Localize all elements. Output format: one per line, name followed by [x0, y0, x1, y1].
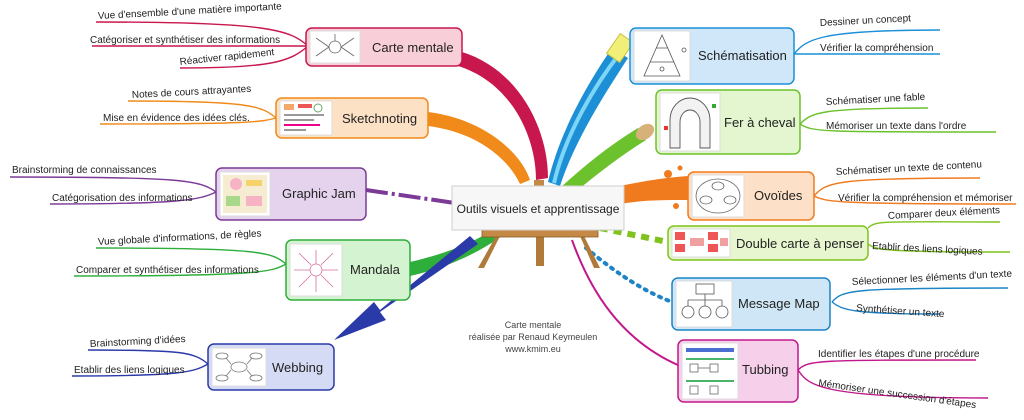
- label-message-map-2: Synthétiser un texte: [856, 303, 945, 320]
- label-tubbing-2: Mémoriser une succession d'étapes: [818, 378, 977, 411]
- mindmap-thumbnail-icon: [315, 34, 355, 57]
- label-double-carte-1: Comparer deux éléments: [888, 205, 1001, 222]
- branch-webbing: [334, 236, 478, 340]
- label-mandala-2: Comparer et synthétiser des informations: [76, 265, 259, 276]
- branch-double-carte: [599, 225, 669, 245]
- label-schematisation-2: Vérifier la compréhension: [820, 43, 933, 54]
- sub-branch-lines: [9, 21, 1017, 399]
- node-title-double-carte: Double carte à penser: [736, 236, 865, 251]
- label-ovoides-2: Vérifier la compréhension et mémoriser: [838, 193, 1013, 204]
- branch-message-map: [584, 246, 674, 304]
- branch-sketchnoting: [428, 112, 530, 184]
- label-fer-a-cheval-2: Mémoriser un texte dans l'ordre: [826, 121, 967, 132]
- label-sketchnoting-2: Mise en évidence des idées clés.: [103, 113, 250, 124]
- mandala-thumbnail-icon: [294, 250, 338, 292]
- label-carte-mentale-2: Catégoriser et synthétiser des informati…: [90, 35, 280, 46]
- credit-block: Carte mentale réalisée par Renaud Keymeu…: [469, 320, 598, 354]
- label-fer-a-cheval-1: Schématiser une fable: [826, 92, 926, 108]
- central-topic-board: [451, 185, 625, 231]
- node-title-message-map: Message Map: [738, 296, 820, 311]
- node-title-mandala: Mandala: [350, 262, 401, 277]
- branch-tubbing: [571, 239, 681, 367]
- node-double-carte[interactable]: Double carte à penser: [667, 225, 869, 261]
- node-webbing[interactable]: Webbing: [207, 343, 335, 391]
- double-bubble-map-icon: [675, 232, 728, 252]
- label-mandala-1: Vue globale d'informations, de règles: [98, 228, 262, 248]
- node-tubbing[interactable]: Tubbing: [677, 339, 799, 403]
- graphic-jam-thumbnail-icon: [223, 175, 267, 213]
- label-graphic-jam-2: Catégorisation des informations: [52, 193, 193, 204]
- label-graphic-jam-1: Brainstorming de connaissances: [12, 165, 157, 176]
- sketchnote-thumbnail-icon: [284, 103, 324, 131]
- node-title-fer-a-cheval: Fer à cheval: [724, 115, 796, 130]
- node-title-carte-mentale: Carte mentale: [372, 40, 454, 55]
- branch-carte-mentale: [458, 52, 548, 180]
- node-schematisation[interactable]: Schématisation: [629, 27, 795, 85]
- node-title-graphic-jam: Graphic Jam: [282, 186, 356, 201]
- main-branches: [334, 32, 688, 367]
- branch-schematisation: [548, 48, 628, 186]
- node-ovoides[interactable]: Ovoïdes: [687, 171, 815, 221]
- horseshoe-icon: [664, 97, 716, 149]
- central-topic-title: Outils visuels et apprentissage: [457, 202, 620, 216]
- schema-pyramid-icon: [643, 34, 687, 77]
- webbing-thumbnail-icon: [215, 352, 263, 382]
- node-mandala[interactable]: Mandala: [285, 239, 411, 301]
- label-carte-mentale-1: Vue d'ensemble d'une matière importante: [98, 1, 283, 22]
- label-schematisation-1: Dessiner un concept: [820, 13, 912, 29]
- node-title-webbing: Webbing: [272, 360, 323, 375]
- ovoid-diagram-icon: [695, 178, 741, 214]
- label-sketchnoting-1: Notes de cours attrayantes: [132, 84, 252, 101]
- node-title-sketchnoting: Sketchnoting: [342, 111, 417, 126]
- label-tubbing-1: Identifier les étapes d'une procédure: [818, 349, 980, 360]
- central-topic[interactable]: Outils visuels et apprentissage: [451, 180, 625, 268]
- node-fer-a-cheval[interactable]: Fer à cheval: [655, 89, 801, 155]
- branch-graphic-jam: [365, 188, 456, 205]
- node-message-map[interactable]: Message Map: [671, 277, 831, 331]
- node-title-ovoides: Ovoïdes: [754, 188, 803, 203]
- tubbing-flow-icon: [686, 348, 734, 395]
- node-title-schematisation: Schématisation: [698, 48, 787, 63]
- node-sketchnoting[interactable]: Sketchnoting: [275, 97, 429, 139]
- credit-line-1: Carte mentale: [505, 320, 562, 330]
- label-message-map-1: Sélectionner les éléments d'un texte: [852, 269, 1013, 288]
- credit-line-2: réalisée par Renaud Keymeulen: [469, 332, 598, 342]
- label-webbing-1: Brainstorming d'idées: [90, 334, 186, 350]
- branch-fer-a-cheval: [560, 128, 646, 198]
- label-double-carte-2: Etablir des liens logiques: [872, 241, 983, 258]
- credit-line-3: www.kmim.eu: [504, 344, 561, 354]
- node-title-tubbing: Tubbing: [742, 362, 789, 377]
- branch-ovoides: [620, 176, 688, 204]
- label-webbing-2: Etablir des liens logiques: [74, 365, 185, 376]
- message-map-icon: [681, 283, 729, 319]
- node-graphic-jam[interactable]: Graphic Jam: [215, 167, 367, 221]
- node-carte-mentale[interactable]: Carte mentale: [305, 27, 463, 67]
- label-ovoides-1: Schématiser un texte de contenu: [836, 159, 983, 178]
